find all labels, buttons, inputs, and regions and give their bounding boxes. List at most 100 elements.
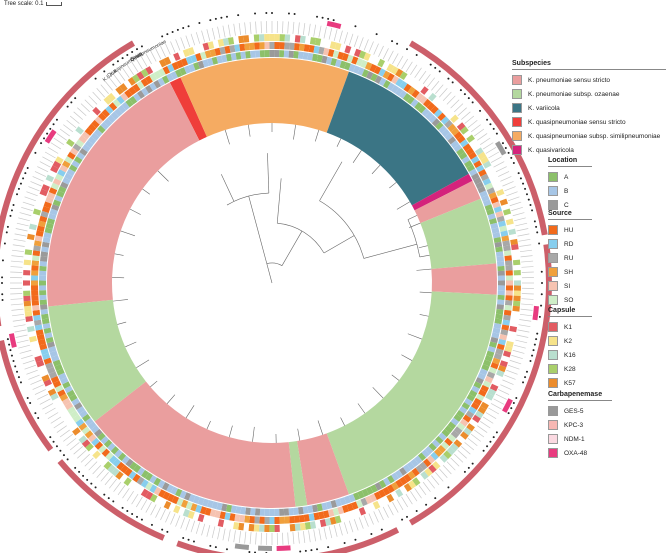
location-cell	[444, 132, 454, 141]
tip-label	[56, 425, 67, 433]
tip-label	[414, 67, 422, 78]
source-cell	[31, 270, 39, 276]
location-cell	[264, 508, 270, 516]
tip-label	[521, 260, 534, 263]
capsule-cell	[309, 37, 317, 45]
capsule-cell	[41, 184, 50, 192]
capsule-cell	[24, 305, 32, 312]
capsule-cell	[132, 74, 141, 83]
tip-label	[66, 119, 77, 128]
location-cell	[211, 501, 219, 510]
tip-label	[11, 308, 24, 311]
legend-swatch	[548, 336, 558, 346]
capsule-cell	[299, 35, 306, 44]
tip-label	[519, 249, 532, 253]
carbapenemase-mark	[495, 140, 507, 156]
tip-label	[14, 233, 27, 237]
ring-dot	[540, 304, 543, 307]
tip-label	[485, 146, 497, 154]
tip-label	[292, 21, 295, 34]
location-cell	[175, 69, 183, 78]
capsule-cell	[207, 41, 215, 50]
location-cell	[477, 186, 486, 194]
ring-dot	[74, 97, 77, 100]
tree-branch	[266, 263, 273, 284]
source-cell	[369, 493, 377, 503]
location-cell	[117, 452, 127, 461]
tip-label	[318, 25, 322, 38]
source-cell	[453, 131, 463, 140]
tip-label	[131, 493, 139, 505]
tip-label	[396, 55, 404, 67]
tip-label	[69, 442, 80, 451]
location-cell	[387, 82, 395, 91]
tip-label	[63, 433, 74, 442]
source-cell	[313, 45, 320, 54]
ring-dot	[1, 298, 4, 301]
ring-dot	[299, 550, 302, 553]
location-cell	[479, 368, 488, 376]
source-cell	[308, 44, 315, 53]
location-cell	[339, 497, 347, 506]
source-cell	[294, 43, 300, 51]
location-cell	[414, 101, 423, 111]
ring-dot	[519, 177, 522, 180]
tip-label	[206, 29, 211, 41]
tree-branch	[352, 150, 362, 163]
location-cell	[431, 439, 441, 448]
tip-label	[521, 303, 534, 306]
source-cell	[419, 95, 428, 105]
location-cell	[307, 505, 314, 514]
tip-label	[50, 416, 62, 424]
tip-label	[509, 201, 522, 207]
source-cell	[33, 319, 42, 326]
tip-label	[302, 530, 306, 543]
ring-dot	[434, 66, 437, 69]
capsule-cell	[363, 52, 371, 61]
tip-label	[287, 21, 289, 34]
tip-label	[514, 344, 526, 349]
tip-label	[504, 186, 516, 192]
capsule-cell	[81, 439, 91, 448]
tip-label	[10, 271, 23, 273]
ring-dot	[463, 93, 466, 96]
legend-title: Carbapenemase	[548, 391, 612, 401]
location-cell	[456, 410, 465, 418]
legend-label: HU	[564, 226, 574, 234]
source-cell	[132, 473, 141, 483]
tip-label	[22, 359, 35, 365]
ring-dot	[467, 466, 470, 469]
tip-label	[211, 526, 216, 539]
location-cell	[221, 54, 228, 63]
source-cell	[450, 127, 460, 136]
source-cell	[32, 309, 41, 316]
legend-swatch	[548, 434, 558, 444]
location-cell	[399, 467, 407, 476]
tip-label	[108, 478, 117, 489]
location-cell	[374, 482, 383, 491]
carbapenemase-mark	[44, 129, 57, 144]
tip-label	[461, 446, 471, 455]
source-cell	[39, 215, 48, 223]
source-cell	[395, 78, 404, 87]
tip-label	[401, 496, 409, 508]
legend-swatch	[512, 117, 522, 127]
location-cell	[149, 475, 157, 484]
source-cell	[480, 173, 489, 182]
capsule-cell	[450, 443, 459, 452]
source-cell	[486, 187, 496, 195]
ring-dot	[166, 530, 169, 533]
capsule-cell	[75, 126, 84, 135]
tip-label	[44, 407, 56, 415]
source-cell	[505, 265, 513, 271]
location-cell	[468, 168, 478, 177]
location-cell	[293, 51, 299, 59]
location-cell	[492, 327, 501, 334]
tip-label	[100, 84, 109, 94]
capsule-cell	[403, 483, 412, 492]
source-cell	[503, 250, 512, 257]
location-cell	[179, 490, 187, 499]
tip-label	[521, 271, 534, 273]
tip-label	[477, 425, 488, 433]
source-cell	[112, 458, 121, 468]
